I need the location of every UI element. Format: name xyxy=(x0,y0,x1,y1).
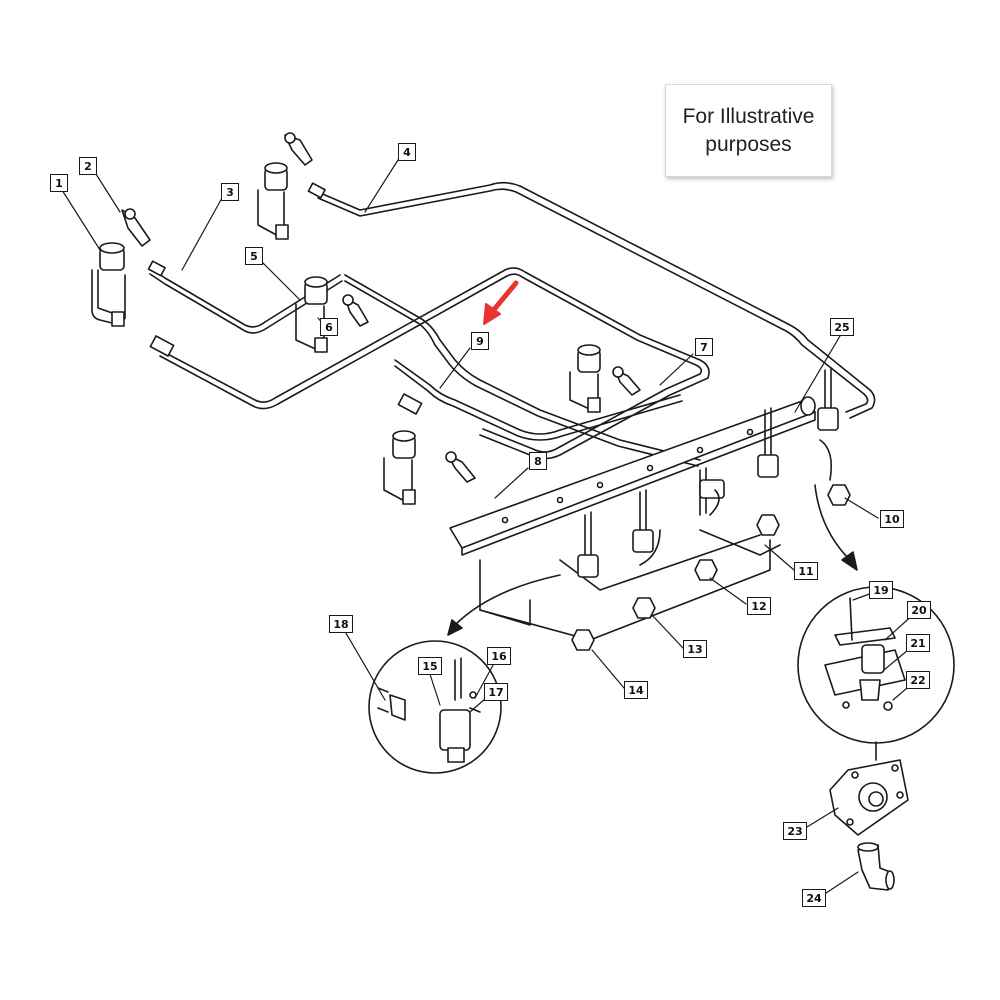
part-callout-25: 25 xyxy=(830,318,854,336)
part-callout-19: 19 xyxy=(869,581,893,599)
part-callout-10: 10 xyxy=(880,510,904,528)
hex-nut-14 xyxy=(571,629,595,651)
gas-tube-front xyxy=(159,267,710,460)
part-callout-15: 15 xyxy=(418,657,442,675)
burner-valve-mid xyxy=(569,344,601,413)
tube-nut-left xyxy=(147,182,423,415)
gas-tube-lower xyxy=(394,359,683,441)
part-callout-18: 18 xyxy=(329,615,353,633)
hex-nut-12 xyxy=(694,559,718,581)
detail-arrow-left xyxy=(447,574,561,636)
part-callout-22: 22 xyxy=(906,671,930,689)
igniter-wires xyxy=(639,439,833,566)
mounting-bracket xyxy=(479,529,781,641)
part-callout-16: 16 xyxy=(487,647,511,665)
part-callout-24: 24 xyxy=(802,889,826,907)
part-callout-1: 1 xyxy=(50,174,68,192)
burner-valve-top xyxy=(257,162,289,240)
part-callout-20: 20 xyxy=(907,601,931,619)
part-callout-2: 2 xyxy=(79,157,97,175)
part-callout-12: 12 xyxy=(747,597,771,615)
burner-valve-1 xyxy=(91,242,126,327)
gas-tube-9 xyxy=(344,274,701,467)
gas-tube-4 xyxy=(317,181,876,419)
part-callout-7: 7 xyxy=(695,338,713,356)
elbow-fitting-top xyxy=(284,132,313,166)
hex-nut-11 xyxy=(756,514,780,536)
elbow-fitting-24 xyxy=(857,842,895,891)
part-callout-11: 11 xyxy=(794,562,818,580)
manifold-bar xyxy=(449,396,816,556)
elbow-fitting-2 xyxy=(121,208,151,247)
illustrative-note: For Illustrative purposes xyxy=(665,84,832,177)
burner-valve-8 xyxy=(383,430,416,505)
part-callout-14: 14 xyxy=(624,681,648,699)
part-callout-6: 6 xyxy=(320,318,338,336)
elbow-fitting-6 xyxy=(342,294,369,327)
burner-valve-5 xyxy=(295,276,328,353)
detail-circle-right xyxy=(797,586,955,761)
part-callout-13: 13 xyxy=(683,640,707,658)
elbow-fitting-8 xyxy=(445,451,476,483)
part-callout-21: 21 xyxy=(906,634,930,652)
illustrative-note-text: For Illustrative purposes xyxy=(682,104,815,156)
gas-tube-3 xyxy=(149,267,343,334)
part-callout-9: 9 xyxy=(471,332,489,350)
hex-nut-10 xyxy=(827,484,851,506)
hex-nut-13 xyxy=(632,597,656,619)
elbow-fitting-7 xyxy=(612,366,641,396)
valve-stems xyxy=(577,367,839,578)
valve-housing-23 xyxy=(829,759,909,836)
part-callout-3: 3 xyxy=(221,183,239,201)
part-callout-5: 5 xyxy=(245,247,263,265)
detail-arrow-right xyxy=(814,484,858,571)
detail-circle-left xyxy=(368,640,502,774)
part-callout-4: 4 xyxy=(398,143,416,161)
part-callout-17: 17 xyxy=(484,683,508,701)
part-callout-23: 23 xyxy=(783,822,807,840)
highlight-arrow xyxy=(483,280,519,325)
part-callout-8: 8 xyxy=(529,452,547,470)
